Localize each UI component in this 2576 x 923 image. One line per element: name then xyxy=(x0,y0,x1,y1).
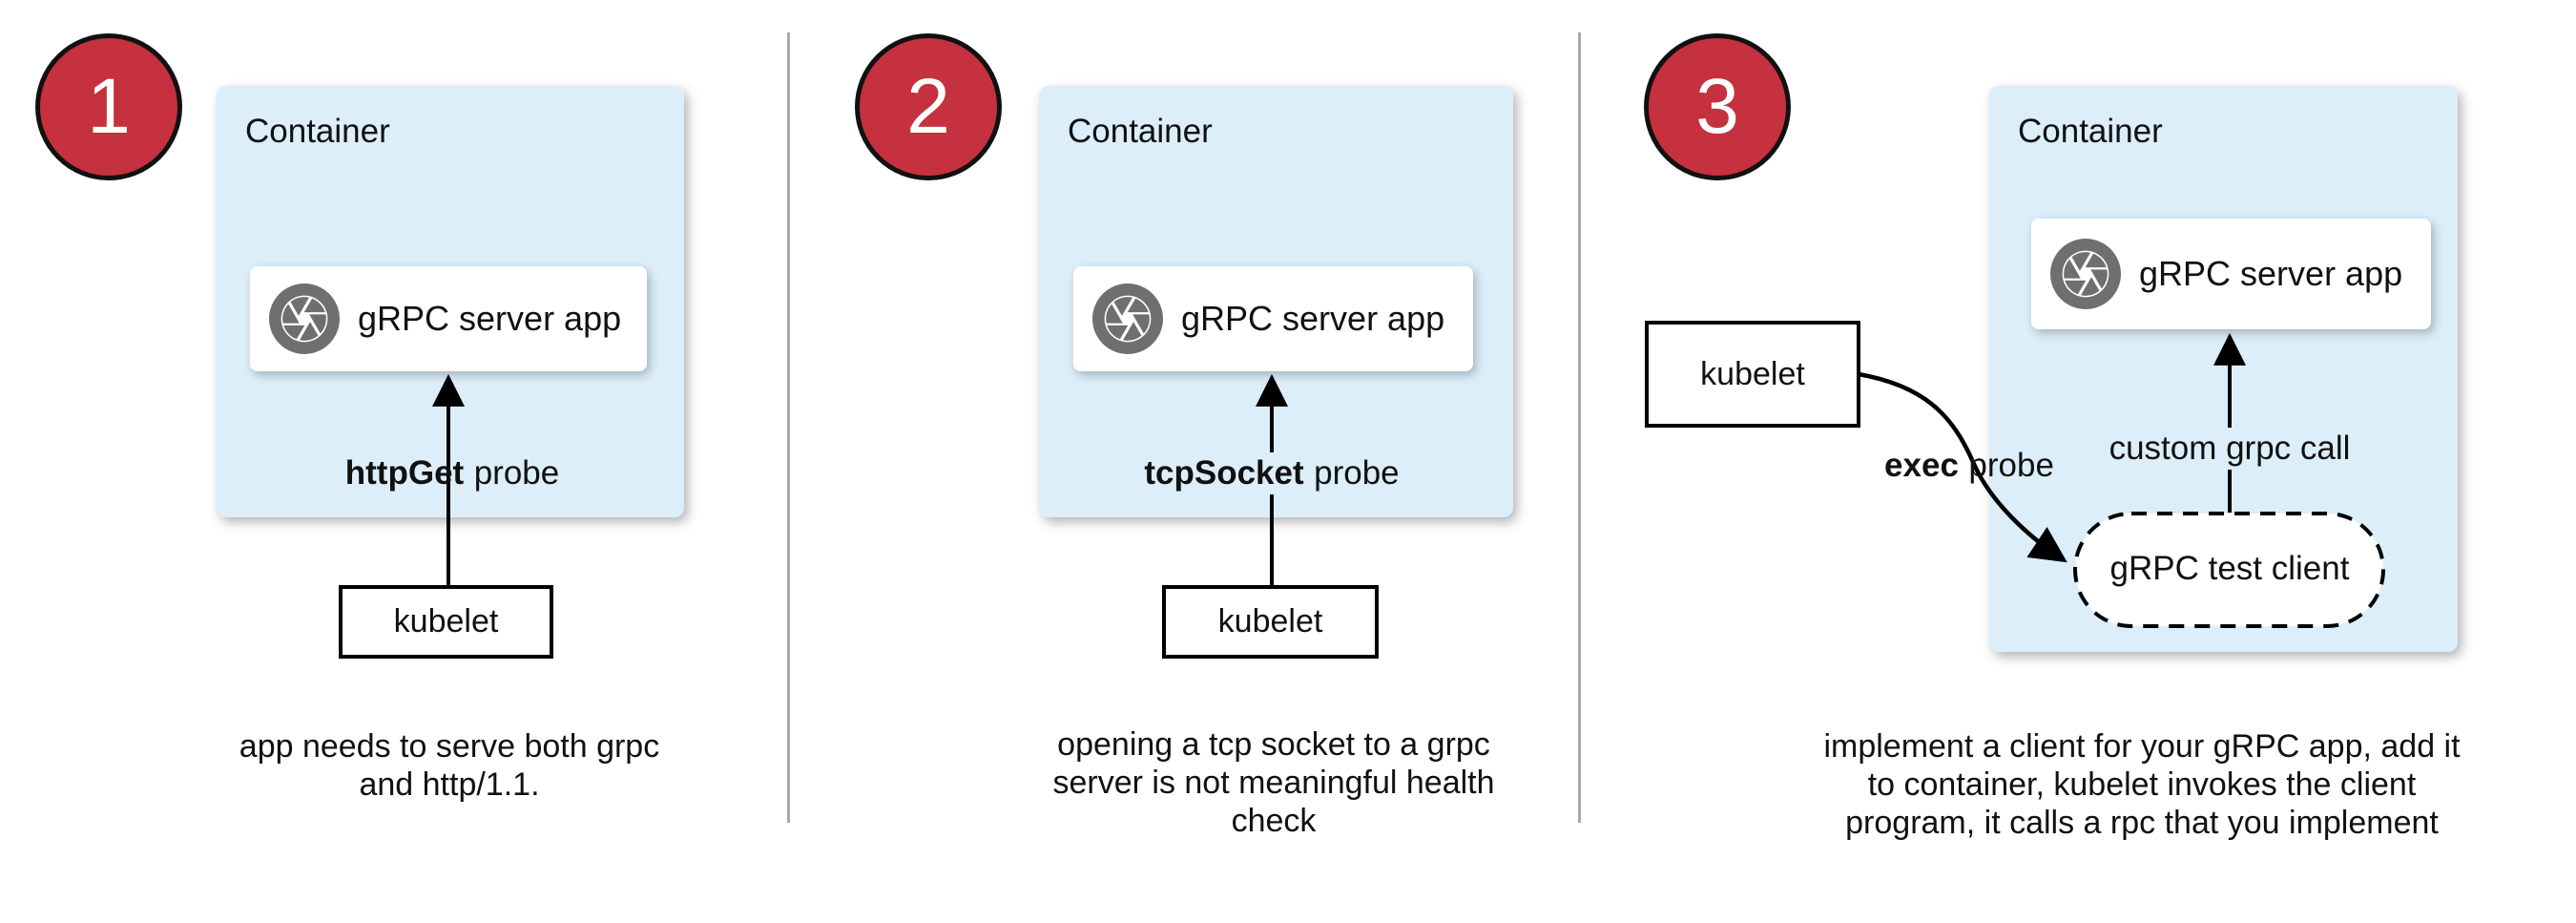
panel-divider-2 xyxy=(1578,32,1581,823)
caption-line: implement a client for your gRPC app, ad… xyxy=(1823,728,2461,765)
custom-grpc-call-label: custom grpc call xyxy=(2099,428,2360,470)
caption-line: to container, kubelet invokes the client xyxy=(1867,766,2417,803)
grpc-test-client-label: gRPC test client xyxy=(2109,550,2350,587)
caption-line: check xyxy=(1231,803,1317,839)
grpc-server-app-box-1: gRPC server app xyxy=(250,266,647,371)
step-number: 1 xyxy=(87,63,131,150)
aperture-icon xyxy=(269,283,340,354)
grpc-server-app-label: gRPC server app xyxy=(1181,299,1445,338)
caption-2: opening a tcp socket to a grpc server is… xyxy=(1052,725,1494,840)
probe-type: tcpSocket xyxy=(1144,454,1304,492)
panel-divider-1 xyxy=(787,32,790,823)
probe-type: exec xyxy=(1884,447,1959,484)
caption-line: program, it calls a rpc that you impleme… xyxy=(1845,805,2439,841)
container-label-1: Container xyxy=(245,113,390,150)
caption-line: app needs to serve both grpc xyxy=(239,728,660,765)
grpc-server-app-box-3: gRPC server app xyxy=(2031,219,2431,329)
aperture-icon xyxy=(2050,239,2121,309)
container-label-3: Container xyxy=(2018,113,2163,150)
caption-line: server is not meaningful health xyxy=(1052,765,1495,801)
caption-1: app needs to serve both grpc and http/1.… xyxy=(239,727,659,804)
caption-3: implement a client for your gRPC app, ad… xyxy=(1823,727,2460,842)
probe-word: probe xyxy=(473,454,560,492)
grpc-server-app-label: gRPC server app xyxy=(358,299,622,338)
caption-line: and http/1.1. xyxy=(359,766,540,803)
kubelet-label: kubelet xyxy=(393,603,499,640)
step-badge-1: 1 xyxy=(35,33,182,180)
step-number: 3 xyxy=(1695,63,1739,150)
grpc-server-app-box-2: gRPC server app xyxy=(1073,266,1473,371)
container-label-2: Container xyxy=(1068,113,1213,150)
kubelet-label: kubelet xyxy=(1700,355,1805,392)
kubelet-label: kubelet xyxy=(1217,603,1323,640)
step-badge-2: 2 xyxy=(855,33,1002,180)
step-number: 2 xyxy=(906,63,950,150)
step-badge-3: 3 xyxy=(1644,33,1791,180)
caption-line: opening a tcp socket to a grpc xyxy=(1057,726,1490,763)
probe-word: probe xyxy=(1968,447,2054,484)
aperture-icon xyxy=(1092,283,1163,354)
probe-label-tcpsocket: tcpSocket probe xyxy=(1134,452,1409,494)
probe-word: probe xyxy=(1314,454,1400,492)
grpc-server-app-label: gRPC server app xyxy=(2139,254,2403,293)
kubelet-box-2: kubelet xyxy=(1162,585,1379,659)
kubelet-box-1: kubelet xyxy=(339,585,553,659)
probe-type: httpGet xyxy=(344,454,465,492)
kubelet-box-3: kubelet xyxy=(1645,321,1860,428)
